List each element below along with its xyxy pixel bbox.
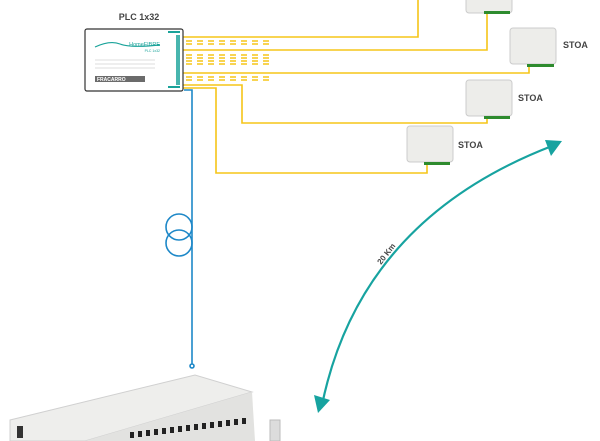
- plc-splitter[interactable]: HomeFIBRE PLC 1x32 FRACARRO: [84, 28, 184, 92]
- feeder-fiber: [184, 89, 195, 369]
- stoa-label: STOA: [518, 93, 543, 103]
- fiber-coil-icon: [165, 213, 193, 257]
- stoa-device-2[interactable]: [509, 27, 557, 67]
- stoa-device-1[interactable]: [465, 0, 513, 14]
- stoa-label: STOA: [563, 40, 588, 50]
- drop-fibers: [182, 0, 530, 174]
- fiber-line-1: [182, 0, 419, 38]
- fiber-line-3: [182, 66, 530, 74]
- distance-arrow: [314, 140, 562, 413]
- fiber-line-4: [182, 84, 488, 124]
- fiber-line-2: [182, 13, 488, 51]
- splitter-brand: HomeFIBRE: [129, 42, 160, 48]
- maker-logo: FRACARRO: [97, 77, 126, 83]
- splitter-title: PLC 1x32: [119, 12, 160, 22]
- stoa-label: STOA: [458, 140, 483, 150]
- fiber-line-5: [182, 87, 428, 174]
- dashed-fibers: [186, 40, 270, 81]
- patch-panel[interactable]: [9, 374, 281, 441]
- stoa-device-4[interactable]: [406, 125, 454, 165]
- splitter-model: PLC 1x32: [145, 49, 160, 53]
- stoa-device-3[interactable]: [465, 79, 513, 119]
